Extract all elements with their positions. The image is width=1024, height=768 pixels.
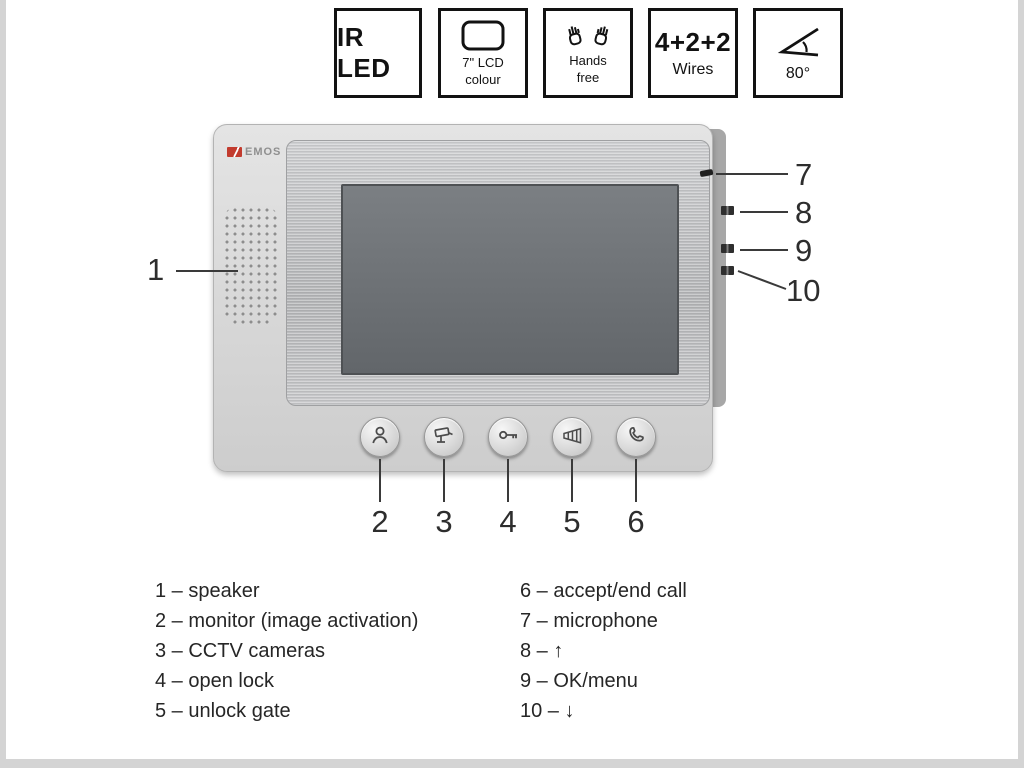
brand-logo: EMOS <box>227 146 281 158</box>
image-edge-right <box>1018 0 1024 768</box>
up-button-side <box>721 206 734 215</box>
legend-item: 9 – OK/menu <box>520 670 638 692</box>
call-button <box>616 417 656 457</box>
image-edge-left <box>0 0 6 768</box>
callout-number-10: 10 <box>786 273 821 308</box>
viewing-angle-icon <box>772 24 824 62</box>
gate-icon <box>561 424 583 451</box>
badge-lcd-line2: colour <box>465 72 501 87</box>
badge-angle-label: 80° <box>785 64 811 82</box>
callout-number-2: 2 <box>371 504 389 539</box>
callout-number-4: 4 <box>499 504 517 539</box>
badge-wires-label: Wires <box>672 61 714 78</box>
key-icon <box>497 424 519 451</box>
badge-wires-count: 4+2+2 <box>654 27 732 57</box>
badge-hands-line2: free <box>576 70 600 85</box>
callout-number-1: 1 <box>147 252 165 287</box>
callout-number-3: 3 <box>435 504 453 539</box>
badge-lcd: 7" LCD colour <box>438 8 528 98</box>
badge-ir-led: IR LED <box>334 8 422 98</box>
open-lock-button <box>488 417 528 457</box>
brand-logo-icon <box>227 147 242 157</box>
ok-menu-button-side <box>721 244 734 253</box>
legend-item: 5 – unlock gate <box>155 700 291 722</box>
legend-left-column: 1 – speaker 2 – monitor (image activatio… <box>155 576 418 726</box>
badge-wires: 4+2+2 Wires <box>648 8 738 98</box>
callout-number-6: 6 <box>627 504 645 539</box>
legend-right-column: 6 – accept/end call 7 – microphone 8 – ↑… <box>520 576 687 726</box>
device-lcd-screen <box>341 184 679 375</box>
legend-item: 10 – ↓ <box>520 700 575 722</box>
callout-number-7: 7 <box>795 157 813 192</box>
legend-item: 7 – microphone <box>520 610 658 632</box>
callout-number-8: 8 <box>795 195 813 230</box>
legend-item: 3 – CCTV cameras <box>155 640 326 662</box>
badge-angle: 80° <box>753 8 843 98</box>
legend-item: 6 – accept/end call <box>520 580 687 602</box>
cctv-camera-icon <box>433 424 455 451</box>
legend-item: 8 – ↑ <box>520 640 564 662</box>
person-icon <box>369 424 391 451</box>
unlock-gate-button <box>552 417 592 457</box>
cctv-button <box>424 417 464 457</box>
callout-number-9: 9 <box>795 233 813 268</box>
down-button-side <box>721 266 734 275</box>
image-edge-bottom <box>0 759 1024 768</box>
badge-hands-free: Hands free <box>543 8 633 98</box>
badge-lcd-line1: 7" LCD <box>462 55 504 70</box>
lcd-screen-icon <box>460 19 506 53</box>
badge-ir-led-label: IR LED <box>337 22 391 83</box>
legend-item: 2 – monitor (image activation) <box>155 610 419 632</box>
badge-hands-line1: Hands <box>569 53 607 68</box>
phone-handset-icon <box>625 424 647 451</box>
monitor-button <box>360 417 400 457</box>
legend-item: 4 – open lock <box>155 670 274 692</box>
hands-free-icon <box>562 21 614 51</box>
callout-number-5: 5 <box>563 504 581 539</box>
speaker-grille <box>221 204 281 326</box>
brand-logo-text: EMOS <box>245 146 282 158</box>
legend-item: 1 – speaker <box>155 580 260 602</box>
